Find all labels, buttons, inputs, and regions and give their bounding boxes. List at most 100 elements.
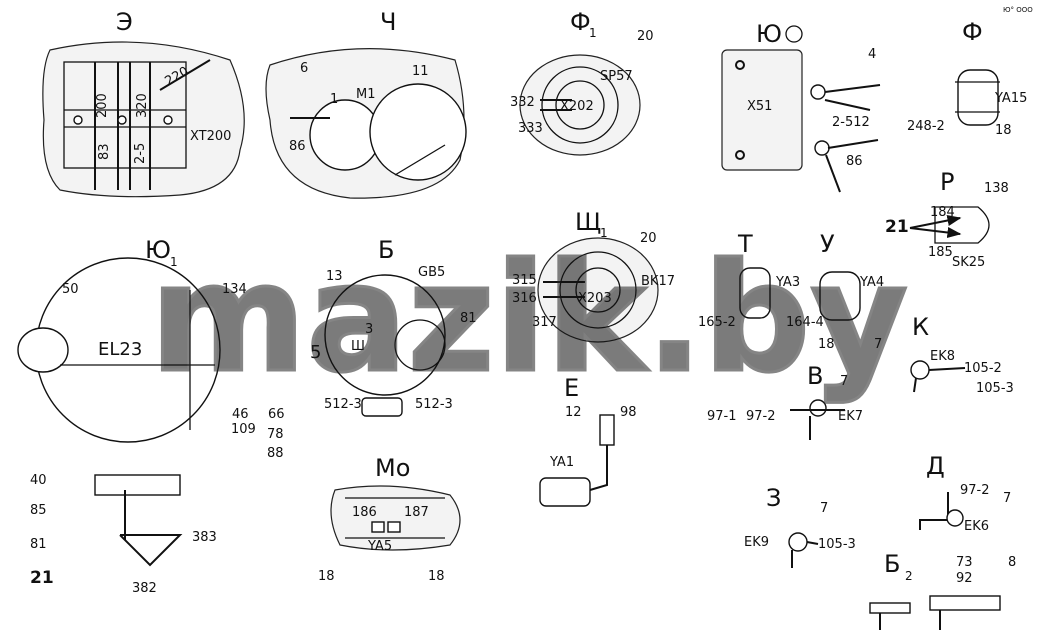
part-number: 18 [318, 569, 335, 584]
component-label: EK9 [744, 535, 769, 550]
connector-plug [946, 509, 964, 527]
terminal-block [63, 61, 187, 169]
part-number: 18 [428, 569, 445, 584]
component-label: GB5 [418, 265, 445, 280]
part-number: 40 [30, 473, 47, 488]
component-label: YA1 [549, 455, 574, 470]
view-title-subscript: 1 [600, 226, 608, 240]
view-background [519, 54, 641, 156]
component-label: XT200 [190, 129, 231, 144]
component-label: X202 [560, 99, 594, 114]
connector-plug [599, 414, 615, 446]
part-number: 383 [192, 530, 217, 545]
wire-label: 332 [510, 95, 535, 110]
view-d: Д 97-2 7 EK6 [919, 452, 1011, 534]
view-title-mark [785, 25, 803, 43]
view-title: К [912, 313, 929, 341]
wire-label: 164-4 [786, 315, 824, 330]
part-number: 3 [365, 322, 373, 337]
part-number: 81 [460, 311, 477, 326]
view-title: Ф [962, 18, 983, 46]
part-number: 66 [268, 407, 285, 422]
wire-label: 317 [532, 315, 557, 330]
view-title: Е [564, 374, 579, 402]
wire-label: 97-2 [746, 409, 776, 424]
component-label: EK7 [838, 409, 863, 424]
corner-mark: Ю° ООО [1003, 6, 1033, 14]
view-u: У YA4 164-4 18 [786, 230, 884, 352]
battery-holder [324, 274, 446, 396]
part-number: 7 [840, 374, 848, 389]
view-sch1: Щ 1 20 315 316 X203 BK17 317 [512, 208, 675, 343]
wire-label: 97-2 [960, 483, 990, 498]
view-mo: Мо 186 187 YA5 18 18 [318, 454, 461, 584]
part-number: 7 [820, 501, 828, 516]
part-number: 50 [62, 282, 79, 297]
component-label: YA5 [367, 539, 392, 554]
part-number: 13 [326, 269, 343, 284]
view-b2: Б 2 73 92 8 [869, 550, 1016, 630]
wire-label: 512-3 [324, 397, 362, 412]
part-number: 20 [640, 231, 657, 246]
part-number: 8 [1008, 555, 1016, 570]
part-number: 46 [232, 407, 249, 422]
solenoid-valve-body [539, 477, 591, 507]
part-number: 85 [30, 503, 47, 518]
terminal-screw [117, 115, 127, 125]
component-label: X51 [747, 99, 772, 114]
view-title: У [820, 230, 835, 258]
part-number: 7 [1003, 491, 1011, 506]
headlamp-knob [17, 327, 69, 373]
view-title: Б [378, 236, 394, 264]
view-f1: Ф 1 20 SP57 X202 332 333 [510, 8, 654, 156]
view-t: Т YA3 165-2 [698, 230, 800, 330]
connector-bracket [919, 492, 949, 530]
view-yu: Ю 4 X51 2-512 86 [721, 20, 881, 193]
component-label: BK17 [641, 274, 675, 289]
wire-label: 316 [512, 291, 537, 306]
wire-label: 320 [135, 93, 150, 118]
component-label: EK6 [964, 519, 989, 534]
terminal-screw [73, 115, 83, 125]
connector-plug [788, 532, 808, 552]
wire-label: 185 [928, 245, 953, 260]
wire-label: 86 [289, 139, 306, 154]
view-title-subscript: 2 [905, 569, 913, 583]
part-number: 20 [637, 29, 654, 44]
view-title-subscript: 1 [589, 26, 597, 40]
view-z: З 7 EK9 105-3 [744, 484, 856, 568]
view-ch: Ч 6 M1 11 1 86 [265, 8, 467, 199]
component-label: SP57 [600, 69, 633, 84]
view-title: Ю [145, 236, 171, 264]
view-title: Мо [375, 454, 410, 482]
connector-plug [810, 84, 826, 100]
view-title: Б [884, 550, 900, 578]
ground-terminal [929, 595, 1001, 611]
view-background [330, 485, 461, 551]
view-title: Ф [570, 8, 591, 36]
part-number: 138 [984, 181, 1009, 196]
wire-label: 2-512 [832, 115, 870, 130]
part-number: 1 [330, 92, 338, 107]
terminal-mark: Ш [351, 339, 365, 354]
view-v: В 7 97-1 97-2 EK7 [707, 362, 863, 440]
ground-terminal [869, 602, 911, 614]
connector-plug [910, 360, 930, 380]
component-label: EK8 [930, 349, 955, 364]
wire-label: 165-2 [698, 315, 736, 330]
solenoid-valve-body [957, 69, 999, 126]
headlamp-bracket [94, 474, 181, 496]
wire-label: 98 [620, 405, 637, 420]
wire-label: 105-3 [818, 537, 856, 552]
wire-label: 86 [846, 154, 863, 169]
terminal-screw [163, 115, 173, 125]
solenoid-valve-body [387, 521, 401, 533]
part-number: 109 [231, 422, 256, 437]
wire-label: 512-3 [415, 397, 453, 412]
view-title: З [766, 484, 781, 512]
wire-label: 248-2 [907, 119, 945, 134]
wire-harness [589, 445, 608, 491]
connector-plug [814, 140, 830, 156]
view-title-subscript: 1 [170, 255, 178, 269]
wire-label: 105-2 [964, 361, 1002, 376]
